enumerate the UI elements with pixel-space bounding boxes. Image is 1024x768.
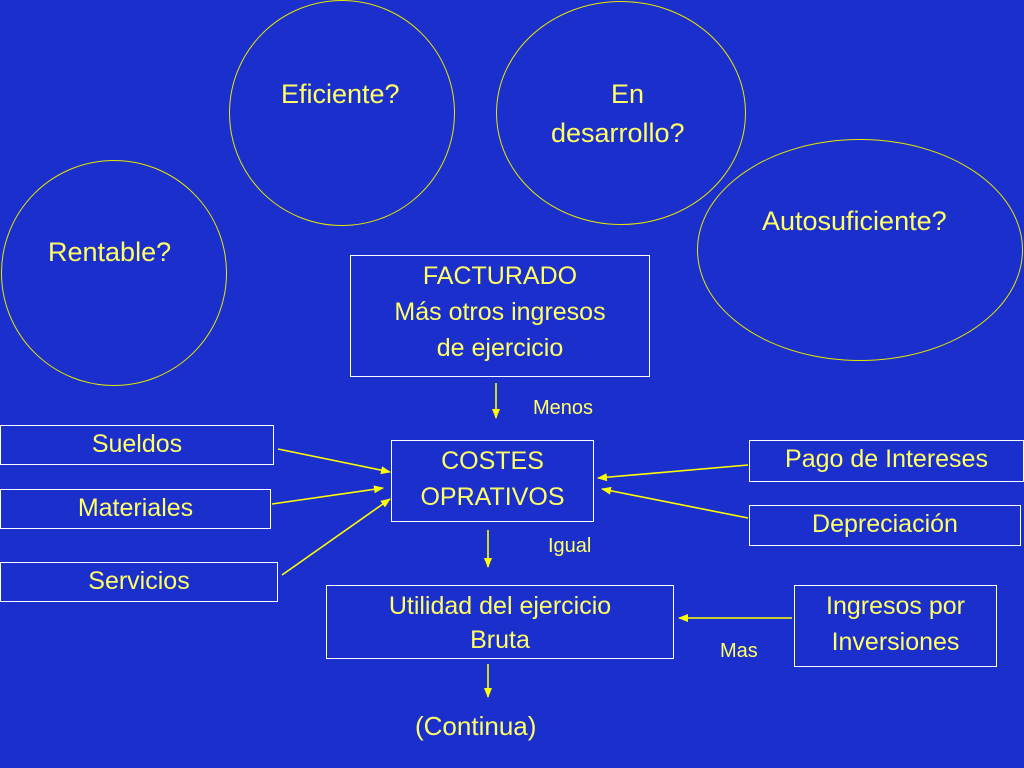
depreciacion-label: Depreciación [812,510,958,538]
facturado-line2: Más otros ingresos [394,298,606,326]
arrow-materiales-to-costes [271,485,384,505]
circle-en-desarrollo [496,1,746,225]
circle-rentable-label: Rentable? [48,237,172,267]
servicios-label: Servicios [88,567,190,595]
label-igual: Igual [548,535,592,557]
label-menos: Menos [533,397,594,419]
circle-autosuficiente [697,139,1023,361]
box-utilidad-bruta: Utilidad del ejercicio Bruta [326,585,674,659]
costes-line1: COSTES [441,447,544,475]
circle-en-desarrollo-label-line2: desarrollo? [551,118,685,148]
circle-eficiente-label: Eficiente? [281,79,400,109]
box-costes-operativos: COSTES OPRATIVOS [391,440,594,522]
utilidad-line2: Bruta [470,626,530,654]
box-sueldos: Sueldos [0,425,274,465]
arrow-sueldos-to-costes [277,448,391,475]
label-mas: Mas [720,640,758,662]
ingresos-line2: Inversiones [831,628,960,656]
sueldos-label: Sueldos [91,430,183,458]
circle-rentable [1,160,227,386]
facturado-line3: de ejercicio [436,334,564,362]
label-continua: (Continua) [415,711,537,741]
arrow-servicios-to-costes [281,498,391,576]
circle-en-desarrollo-label-line1: En [611,79,645,109]
ingresos-line1: Ingresos por [826,592,965,620]
pago-intereses-label: Pago de Intereses [785,445,988,473]
costes-line2: OPRATIVOS [420,483,565,511]
box-servicios: Servicios [0,562,278,602]
box-materiales: Materiales [0,489,271,529]
box-depreciacion: Depreciación [749,505,1021,546]
materiales-label: Materiales [77,494,194,522]
circle-eficiente [229,0,455,226]
box-pago-intereses: Pago de Intereses [749,440,1024,482]
arrow-intereses-to-costes [597,464,749,482]
box-facturado: FACTURADO Más otros ingresos de ejercici… [350,255,650,377]
circle-autosuficiente-label: Autosuficiente? [762,206,947,236]
facturado-line1: FACTURADO [422,262,578,290]
arrow-depreciacion-to-costes [601,486,749,519]
utilidad-line1: Utilidad del ejercicio [388,592,612,620]
box-ingresos-inversiones: Ingresos por Inversiones [794,585,997,667]
